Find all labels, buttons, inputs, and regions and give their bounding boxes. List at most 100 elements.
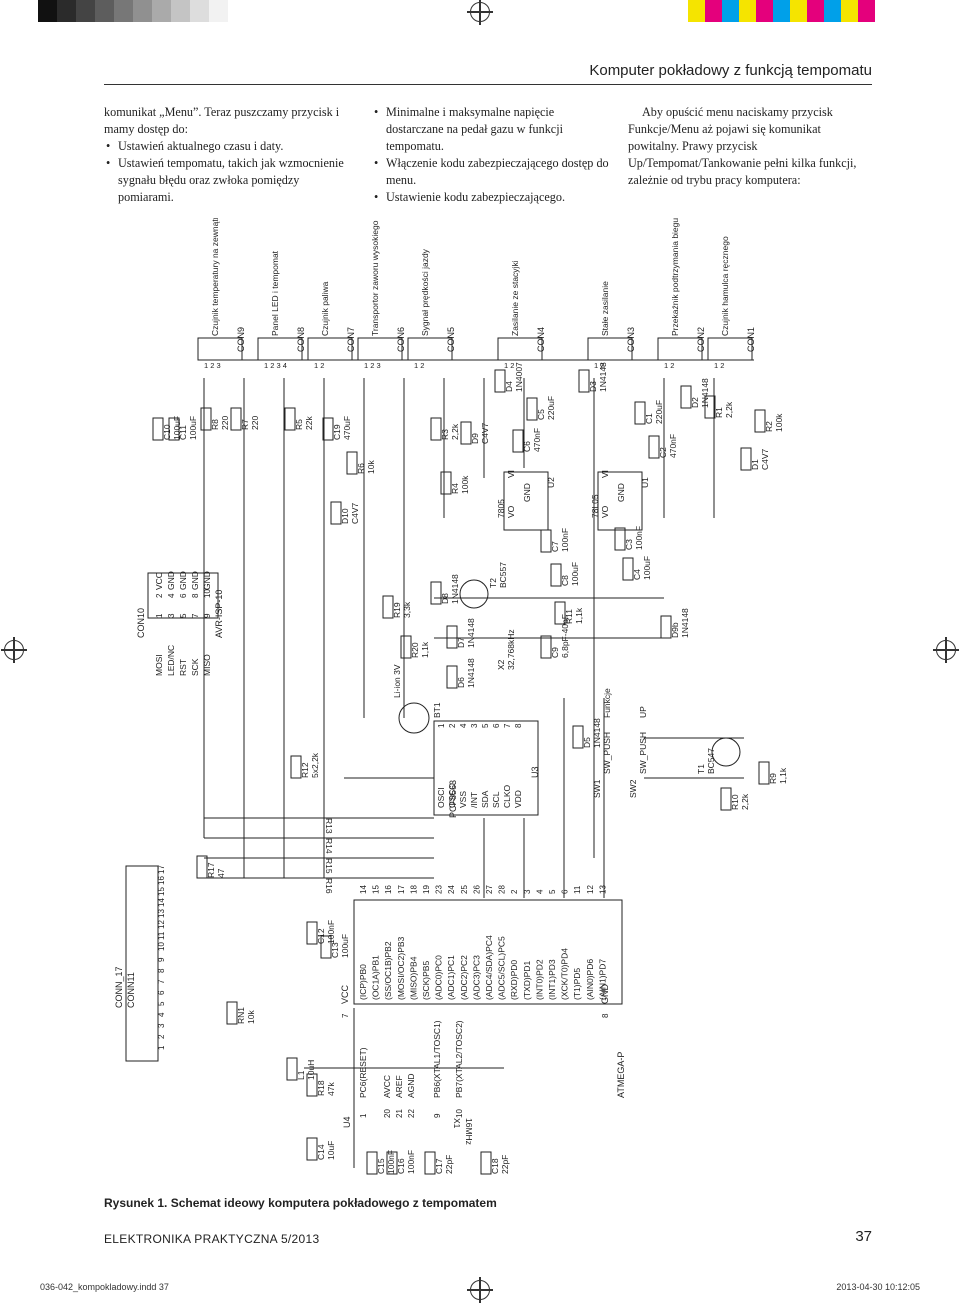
list-item: Ustawień aktualnego czasu i daty.: [104, 138, 344, 155]
switch-label: Funkcje: [602, 688, 612, 718]
component-ref: C8: [560, 575, 570, 586]
connector-pins: 1 2 3 4: [264, 361, 287, 370]
component-body: [720, 787, 732, 811]
component-ref: R10: [730, 794, 740, 810]
connector-desc: Sygnał prędkości jazdy: [420, 248, 430, 336]
component-value: 2,2k: [724, 401, 734, 418]
component-ref: R4: [450, 483, 460, 494]
connector-pins: 1 2: [664, 361, 674, 370]
component-body: [460, 421, 472, 445]
isp-pin-number: 1: [155, 613, 164, 618]
paragraph: komunikat „Menu”. Teraz puszczamy przyci…: [104, 105, 340, 136]
mcu-pin-label: (TXD)PD1: [522, 961, 532, 1000]
swatch: [95, 0, 114, 22]
lcd-pin-number: 16: [157, 876, 166, 885]
component-value: 100nF: [406, 1150, 416, 1174]
rtc-pin-number: 7: [503, 723, 512, 728]
lcd-pin-number: 11: [157, 931, 166, 940]
rtc-pin-label: VSS: [458, 791, 468, 808]
lcd-pin-number: 15: [157, 887, 166, 896]
component-body: [634, 401, 646, 425]
mcu-pin-label: PC6(RESET): [358, 1047, 368, 1098]
connector-body: [307, 337, 353, 361]
component-value: 1N4148: [450, 574, 460, 604]
component-value: 220: [220, 416, 230, 430]
component-body: [382, 595, 394, 619]
component-ref: C15: [376, 1158, 386, 1174]
mcu-pin-label: (ADC1)PC1: [446, 955, 456, 1000]
component-value: 10uH: [306, 1060, 316, 1080]
mcu-pin-number: 1: [359, 1113, 368, 1118]
lcd-pin-number: 3: [157, 1023, 166, 1028]
crystal-value: 32,768kHz: [506, 629, 516, 670]
component-value: 10uF: [326, 1141, 336, 1160]
list-item: Minimalne i maksymalne napięcie dostarcz…: [372, 104, 612, 155]
component-value: 1,1k: [420, 641, 430, 658]
swatch: [858, 0, 875, 22]
component-value: 100nF: [326, 920, 336, 944]
component-body: [660, 615, 672, 639]
isp-pin-number: 6: [179, 593, 188, 598]
registration-mark-icon: [467, 1277, 493, 1303]
rtc-pin-label: CLKO: [502, 784, 512, 808]
component-value: 100nF: [634, 526, 644, 550]
isp-signal: MISO: [202, 654, 212, 676]
component-ref: L1: [296, 1070, 306, 1080]
regulator-pin: VI: [600, 470, 610, 478]
component-value: 1,1k: [778, 767, 788, 784]
mcu-pin-number: 18: [409, 885, 418, 894]
component-body: [366, 1151, 378, 1175]
mcu-pin-number: 20: [383, 1109, 392, 1118]
registration-mark-icon: [467, 0, 493, 25]
bullet-list: Ustawień aktualnego czasu i daty. Ustawi…: [104, 138, 344, 206]
mcu-pin-number: 9: [433, 1113, 442, 1118]
battery-value: Li-ion 3V: [392, 664, 402, 698]
regulator-pin: GND: [522, 483, 532, 502]
connector-body: [407, 337, 453, 361]
component-ref: D7: [456, 637, 466, 648]
mcu-pin-number: 25: [460, 885, 469, 894]
component-value: 1N4148: [598, 362, 608, 392]
mcu-pin-label: (INT0)PD2: [534, 959, 544, 1000]
component-ref: D4: [504, 381, 514, 392]
lcd-pin-number: 10: [157, 942, 166, 951]
isp-ref: CON10: [136, 608, 146, 638]
component-body: [386, 1151, 398, 1175]
component-ref: D10: [340, 508, 350, 524]
isp-signal: SCK: [190, 658, 200, 676]
mcu-pin-number: 8: [601, 1013, 610, 1018]
swatch: [152, 0, 171, 22]
mcu-pin-label: (ADC5/SCL)PC5: [497, 936, 507, 1000]
mcu-pin-label: (AIN0)PD6: [585, 959, 595, 1000]
isp-pin-number: 9: [203, 613, 212, 618]
mcu-pin-label: (INT1)PD3: [547, 959, 557, 1000]
mcu-pin-label: AREF: [394, 1075, 404, 1098]
component-body: [512, 429, 524, 453]
crystal-ref: X1: [452, 1118, 462, 1129]
isp-power: GND: [166, 571, 176, 590]
component-ref: C9: [550, 647, 560, 658]
component-body: [226, 1001, 238, 1025]
mcu-pin-number: 16: [384, 885, 393, 894]
component-value: 1N4148: [680, 608, 690, 638]
mcu-pin-label: (SS/OC1B)PB2: [383, 941, 393, 1000]
component-value: 100uF: [340, 934, 350, 958]
grayscale-bar: [38, 0, 228, 22]
connector-ref: CON9: [236, 327, 246, 352]
rtc-pin-number: 6: [492, 723, 501, 728]
component-ref: C11: [178, 425, 188, 440]
component-value: 6,8pF-40pF: [560, 614, 570, 658]
rtc-pin-label: OSCI: [436, 787, 446, 808]
component-ref: R12: [300, 762, 310, 778]
mcu-pin-number: 14: [359, 885, 368, 894]
component-value: 10k: [246, 1010, 256, 1024]
